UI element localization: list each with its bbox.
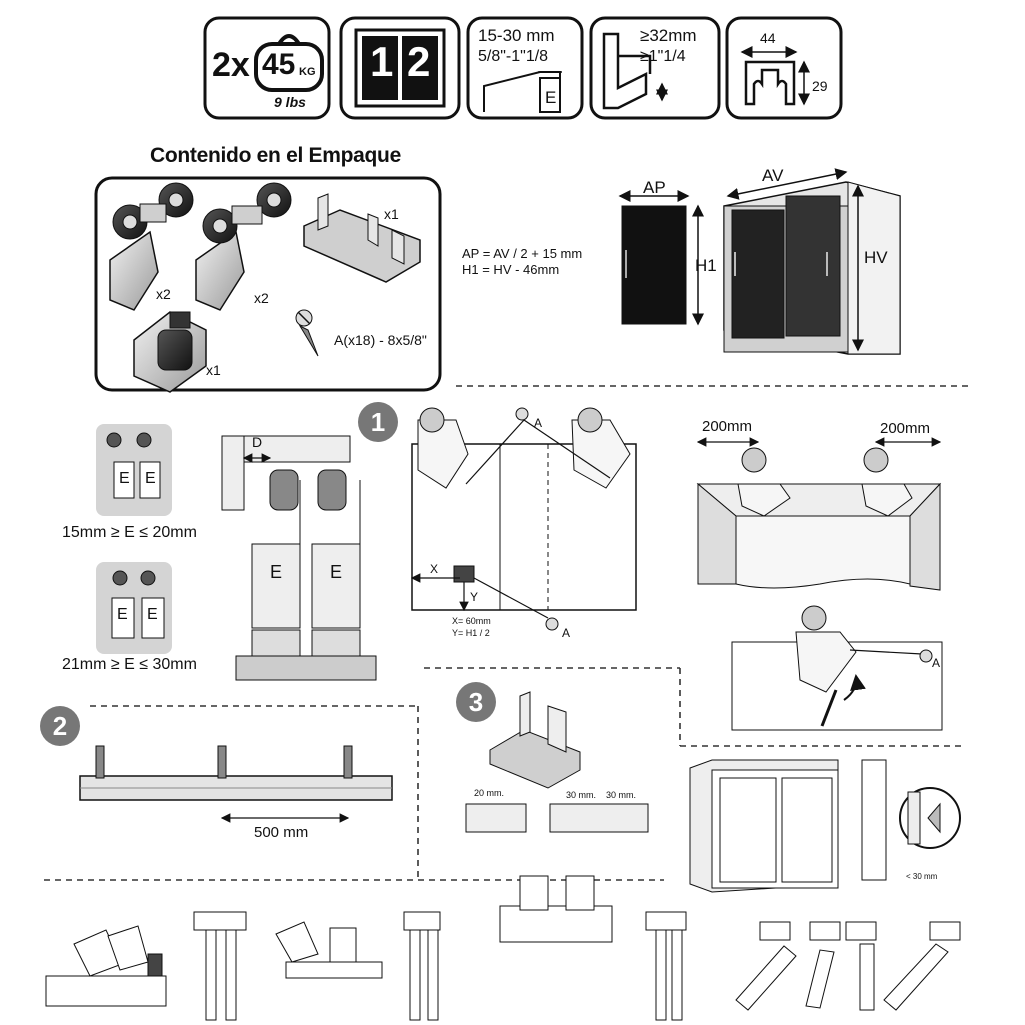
- carriage-mount-detail: [731, 605, 943, 731]
- step1-badge: 1: [358, 402, 398, 442]
- y-value: Y= H1 / 2: [452, 628, 490, 638]
- small-e-right: E: [145, 470, 156, 487]
- label-ap: AP: [643, 178, 666, 197]
- qty-carriage-a: x2: [156, 286, 171, 302]
- cabinet-body: [723, 168, 901, 355]
- load-kg-unit: KG: [299, 66, 316, 78]
- floor-guide-part: [303, 193, 421, 283]
- load-lbs: 9 lbs: [274, 94, 306, 110]
- step1-door-layout: [410, 407, 637, 631]
- top-panel-mm: ≥32mm: [640, 26, 697, 45]
- range-large: 21mm ≥ E ≤ 30mm: [62, 656, 197, 673]
- formula-h1: H1 = HV - 46mm: [462, 262, 560, 277]
- floor-guide-assembly: [465, 691, 649, 833]
- axis-y: Y: [470, 590, 479, 604]
- thickness-mm: 15-30 mm: [478, 26, 555, 45]
- step3-badge: 3: [456, 682, 496, 722]
- gap-double-b: 30 mm.: [606, 790, 637, 800]
- load-kg-value: 45: [262, 48, 296, 81]
- formula-ap: AP = AV / 2 + 15 mm: [462, 246, 583, 261]
- gap-single: 20 mm.: [474, 788, 505, 798]
- step2-badge: 2: [40, 706, 80, 746]
- offset-left-mm: 200mm: [702, 418, 753, 435]
- large-e-right: E: [147, 606, 158, 623]
- package-title: Contenido en el Empaque: [150, 144, 401, 167]
- carriage-size-large: [96, 562, 172, 654]
- door-thickness-icon: [466, 16, 584, 120]
- label-hv: HV: [864, 248, 888, 267]
- door-carriage-b: [195, 182, 292, 311]
- qty-carriage-b: x2: [254, 290, 269, 306]
- screw-a-top: A: [534, 416, 543, 430]
- thickness-inch: 5/8"-1"1/8: [478, 48, 549, 65]
- offset-d: D: [252, 434, 263, 450]
- load-weight-icon: [203, 16, 331, 120]
- carriage-size-small: [96, 424, 172, 516]
- cabinet-door-panel: [618, 190, 704, 326]
- offset-right-mm: 200mm: [880, 420, 931, 437]
- section-e-left: E: [270, 562, 283, 582]
- qty-stopper: x1: [206, 362, 221, 378]
- large-e-left: E: [117, 606, 128, 623]
- thickness-letter: E: [545, 88, 557, 107]
- gap-detail: [861, 759, 961, 881]
- qty-guide: x1: [384, 206, 399, 222]
- door-cross-section: [221, 435, 377, 681]
- range-small: 15mm ≥ E ≤ 20mm: [62, 524, 197, 541]
- section-e-right: E: [330, 562, 343, 582]
- rail-screw-spacing: 500 mm: [254, 824, 309, 841]
- x-value: X= 60mm: [452, 616, 491, 626]
- label-h1: H1: [695, 256, 717, 275]
- small-e-left: E: [119, 470, 130, 487]
- door-stopper-part: [133, 311, 207, 393]
- carriage-top-placement: [696, 437, 942, 591]
- screw-a-detail: A: [932, 656, 941, 670]
- top-panel-inch: ≥1"1/4: [640, 48, 686, 65]
- axis-x: X: [430, 562, 439, 576]
- screw-a-bottom: A: [562, 626, 571, 640]
- rail-profile-icon: [725, 16, 843, 120]
- label-av: AV: [762, 166, 784, 185]
- door-digit-left: 1: [370, 38, 394, 85]
- top-rail-with-screws: [79, 745, 393, 823]
- screw-part: [295, 309, 319, 357]
- two-doors-icon: [339, 16, 461, 120]
- gap-double-a: 30 mm.: [566, 790, 597, 800]
- bottom-install-sequence: [45, 875, 961, 1021]
- gap-max: < 30 mm: [906, 872, 938, 881]
- closed-cabinet: [689, 759, 839, 893]
- top-panel-thickness-icon: [589, 16, 721, 120]
- rail-width: 44: [760, 30, 776, 46]
- load-multiplier: 2x: [212, 46, 250, 84]
- door-digit-right: 2: [407, 38, 431, 85]
- screw-spec: A(x18) - 8x5/8": [334, 332, 427, 348]
- door-carriage-a: [109, 182, 194, 311]
- rail-height: 29: [812, 78, 828, 94]
